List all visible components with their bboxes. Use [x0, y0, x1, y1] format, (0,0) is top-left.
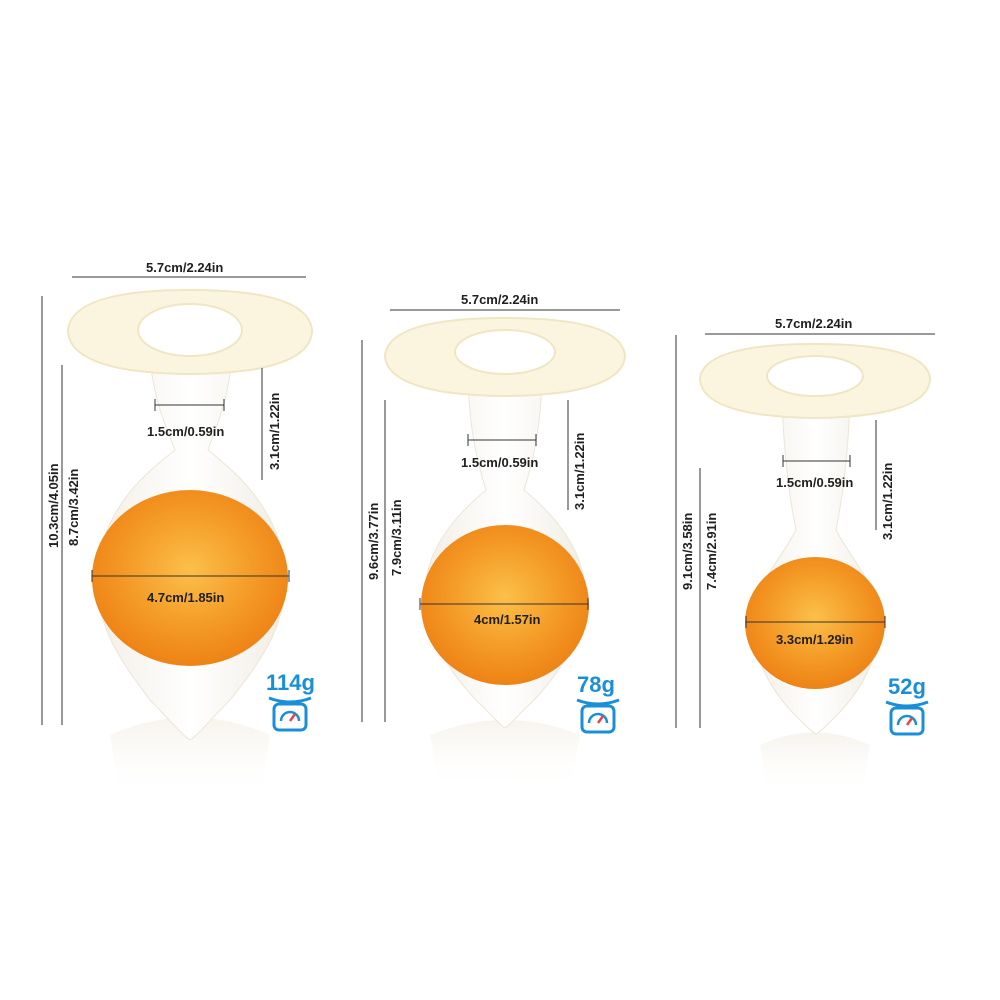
total-length-label: 9.1cm/3.58in [680, 512, 695, 590]
bulb-width-label: 4.7cm/1.85in [147, 590, 225, 605]
weight-label: 78g [577, 672, 615, 697]
ring-hole [137, 303, 243, 357]
top-width-label: 5.7cm/2.24in [461, 292, 539, 307]
dimension-lines [41, 276, 935, 728]
total-length-label: 10.3cm/4.05in [46, 463, 61, 548]
insert-length-label: 7.4cm/2.91in [704, 512, 719, 590]
top-width-label: 5.7cm/2.24in [146, 260, 224, 275]
scale-icon [885, 700, 929, 736]
ring-hole [766, 355, 864, 397]
neck-length-label: 3.1cm/1.22in [267, 392, 282, 470]
bulb-reflection [110, 717, 270, 800]
ring-hole [454, 329, 556, 375]
orange-filling [92, 490, 288, 666]
bulb-reflection [430, 720, 580, 790]
top-width-label: 5.7cm/2.24in [775, 316, 853, 331]
weight-label: 114g [266, 670, 315, 695]
insert-length-label: 7.9cm/3.11in [389, 499, 404, 576]
orange-filling [745, 557, 885, 689]
scale-icon [576, 698, 620, 734]
insert-length-label: 8.7cm/3.42in [66, 468, 81, 546]
weight-label: 52g [888, 674, 926, 699]
product-small [698, 342, 932, 795]
bulb-reflection [760, 732, 870, 795]
orange-filling [421, 525, 589, 685]
scale-icon [268, 696, 312, 732]
neck-width-label: 1.5cm/0.59in [147, 424, 225, 439]
bulb-width-label: 4cm/1.57in [474, 612, 541, 627]
product-large [66, 288, 314, 800]
neck-length-label: 3.1cm/1.22in [880, 462, 895, 540]
neck-length-label: 3.1cm/1.22in [572, 432, 587, 510]
neck-width-label: 1.5cm/0.59in [461, 455, 539, 470]
product-medium [383, 316, 627, 790]
total-length-label: 9.6cm/3.77in [366, 502, 381, 580]
neck-width-label: 1.5cm/0.59in [776, 475, 854, 490]
bulb-width-label: 3.3cm/1.29in [776, 632, 854, 647]
